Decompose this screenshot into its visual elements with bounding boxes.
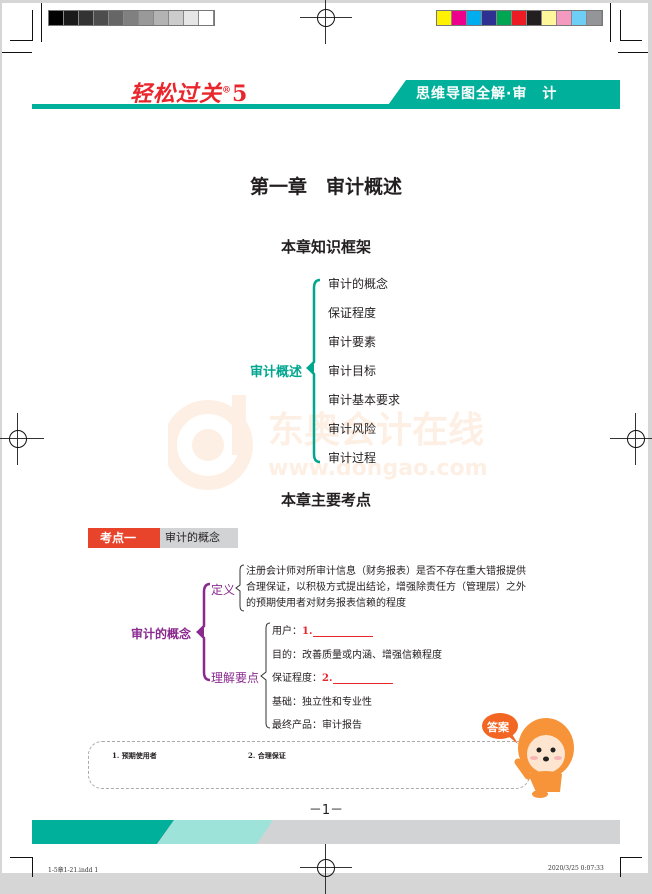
svg-text:答案: 答案 xyxy=(487,720,510,734)
crop-mark xyxy=(32,857,33,877)
definition-line: 合理保证，以积极方式提出结论，增强除责任方（管理层）之外 xyxy=(246,582,526,593)
crop-mark xyxy=(10,857,32,858)
color-swatch xyxy=(572,11,587,25)
color-swatch xyxy=(437,11,452,25)
color-swatch xyxy=(527,11,542,25)
color-swatch-bar xyxy=(436,10,603,26)
color-swatch xyxy=(64,11,79,25)
chapter-title: 第一章 审计概述 xyxy=(249,176,402,198)
framework-root: 审计概述 xyxy=(250,365,303,380)
registration-mark-left xyxy=(0,413,44,465)
registration-mark-top xyxy=(300,0,352,44)
color-swatch xyxy=(587,11,602,25)
point-assurance: 保证程度：2. xyxy=(272,669,394,684)
header-tab xyxy=(386,80,620,108)
color-swatch xyxy=(124,11,139,25)
color-swatch xyxy=(199,11,214,25)
color-swatch xyxy=(482,11,497,25)
framework-section-title: 本章知识框架 xyxy=(280,238,371,256)
header-rule xyxy=(32,104,620,109)
point-purpose: 目的：改善质量或内涵、增强信赖程度 xyxy=(272,650,442,661)
definition-line: 的预期使用者对财务报表信赖的程度 xyxy=(246,598,406,609)
blank-number: 2. xyxy=(322,673,333,684)
color-swatch xyxy=(94,11,109,25)
registered-mark: ® xyxy=(222,85,233,96)
footer-bar-accent xyxy=(32,820,174,844)
registration-mark-bottom xyxy=(300,842,352,894)
crop-mark xyxy=(41,3,42,42)
color-swatch xyxy=(557,11,572,25)
answer-blank[interactable] xyxy=(313,626,374,637)
file-slug: 1-5章1-21.indd 1 xyxy=(48,867,99,874)
page-number: －1－ xyxy=(308,803,344,818)
crop-mark xyxy=(618,52,648,53)
crop-mark xyxy=(10,40,32,41)
blank-number: 1. xyxy=(302,626,313,637)
crop-mark xyxy=(2,52,32,53)
definition-line: 注册会计师对所审计信息（财务报表）是否不存在重大错报提供 xyxy=(246,566,526,577)
logo-number: 5 xyxy=(232,81,249,107)
color-swatch xyxy=(497,11,512,25)
crop-mark xyxy=(32,10,33,41)
color-swatch xyxy=(512,11,527,25)
mindmap-root-brace-icon xyxy=(196,582,211,682)
framework-item: 审计风险 xyxy=(328,422,377,436)
series-logo: 轻松过关®5 xyxy=(130,76,248,108)
color-swatch xyxy=(154,11,169,25)
color-swatch xyxy=(49,11,64,25)
point-final-product: 最终产品：审计报告 xyxy=(272,720,362,731)
mindmap-definition-label: 定义 xyxy=(211,583,236,597)
color-swatch xyxy=(169,11,184,25)
framework-item: 审计过程 xyxy=(328,451,377,465)
grayscale-swatch-bar xyxy=(48,10,215,26)
color-swatch xyxy=(467,11,482,25)
color-swatch xyxy=(109,11,124,25)
crop-mark xyxy=(610,3,611,42)
definition-text: 注册会计师对所审计信息（财务报表）是否不存在重大错报提供 合理保证，以积极方式提… xyxy=(246,564,536,612)
mascot-answer-icon: 答案 xyxy=(482,713,574,798)
color-swatch xyxy=(139,11,154,25)
framework-item: 审计的概念 xyxy=(328,277,389,291)
key-points-section-title: 本章主要考点 xyxy=(280,491,371,509)
crop-mark xyxy=(620,40,642,41)
footer-bar-accent-light xyxy=(158,820,273,844)
framework-item: 审计要素 xyxy=(328,335,377,349)
point-label: 保证程度： xyxy=(272,673,322,684)
print-timestamp: 2020/3/25 0:07:33 xyxy=(548,865,604,872)
framework-brace-icon xyxy=(306,278,321,464)
point-users: 用户：1. xyxy=(272,622,374,637)
point-basis: 基础：独立性和专业性 xyxy=(272,697,372,708)
crop-mark xyxy=(620,857,621,877)
color-swatch xyxy=(184,11,199,25)
framework-item: 保证程度 xyxy=(328,306,377,320)
key-point-label: 考点一 xyxy=(88,528,160,548)
watermark-logo: 东奥会计在线 www.dongao.com xyxy=(168,395,488,490)
svg-text:东奥会计在线: 东奥会计在线 xyxy=(268,410,484,451)
mindmap-root: 审计的概念 xyxy=(131,627,192,641)
svg-text:www.dongao.com: www.dongao.com xyxy=(268,456,488,481)
header-tab-title: 思维导图全解·审 计 xyxy=(416,86,558,102)
definition-brace-icon xyxy=(235,564,245,612)
answer-blank[interactable] xyxy=(333,673,394,684)
answer-box xyxy=(88,741,530,789)
framework-item: 审计目标 xyxy=(328,364,377,378)
point-label: 用户： xyxy=(272,626,302,637)
answer-item: 2. 合理保证 xyxy=(248,751,286,760)
framework-item: 审计基本要求 xyxy=(328,393,401,407)
answer-item: 1. 预期使用者 xyxy=(112,751,157,760)
key-point-topic: 审计的概念 xyxy=(150,528,238,548)
registration-mark-right xyxy=(610,413,652,465)
crop-mark xyxy=(620,857,642,858)
crop-mark xyxy=(620,10,621,41)
understanding-brace-icon xyxy=(260,622,271,729)
color-swatch xyxy=(542,11,557,25)
color-swatch xyxy=(452,11,467,25)
mindmap-understanding-label: 理解要点 xyxy=(211,671,260,685)
color-swatch xyxy=(79,11,94,25)
logo-text: 轻松过关 xyxy=(130,81,223,107)
